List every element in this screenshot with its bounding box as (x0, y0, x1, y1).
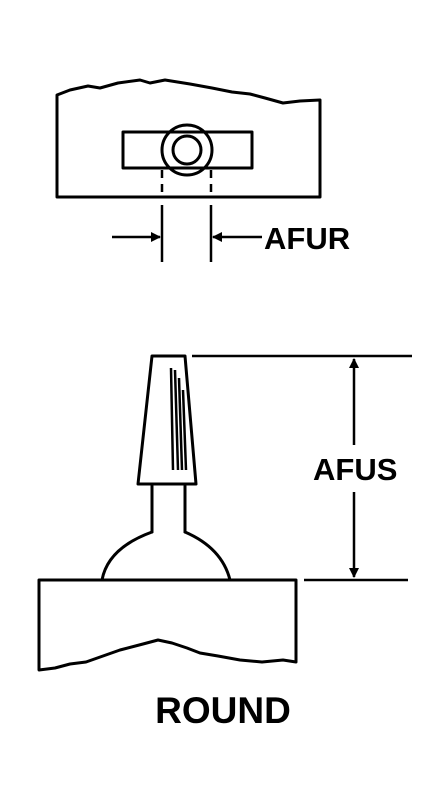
insulator-shading (169, 367, 188, 471)
side-view: AFUS (37, 354, 412, 672)
top-view-lug (121, 130, 254, 170)
top-view-stud-inner (171, 134, 203, 166)
top-view-stud-outer (160, 123, 214, 177)
insulator-body (136, 354, 198, 486)
top-view: AFUR (55, 78, 350, 262)
label-round: ROUND (155, 690, 291, 731)
top-view-base-block (55, 78, 322, 199)
label-afur: AFUR (264, 221, 350, 256)
label-afus: AFUS (313, 452, 397, 487)
side-view-base-block (37, 578, 298, 672)
stud-dome (100, 530, 232, 582)
